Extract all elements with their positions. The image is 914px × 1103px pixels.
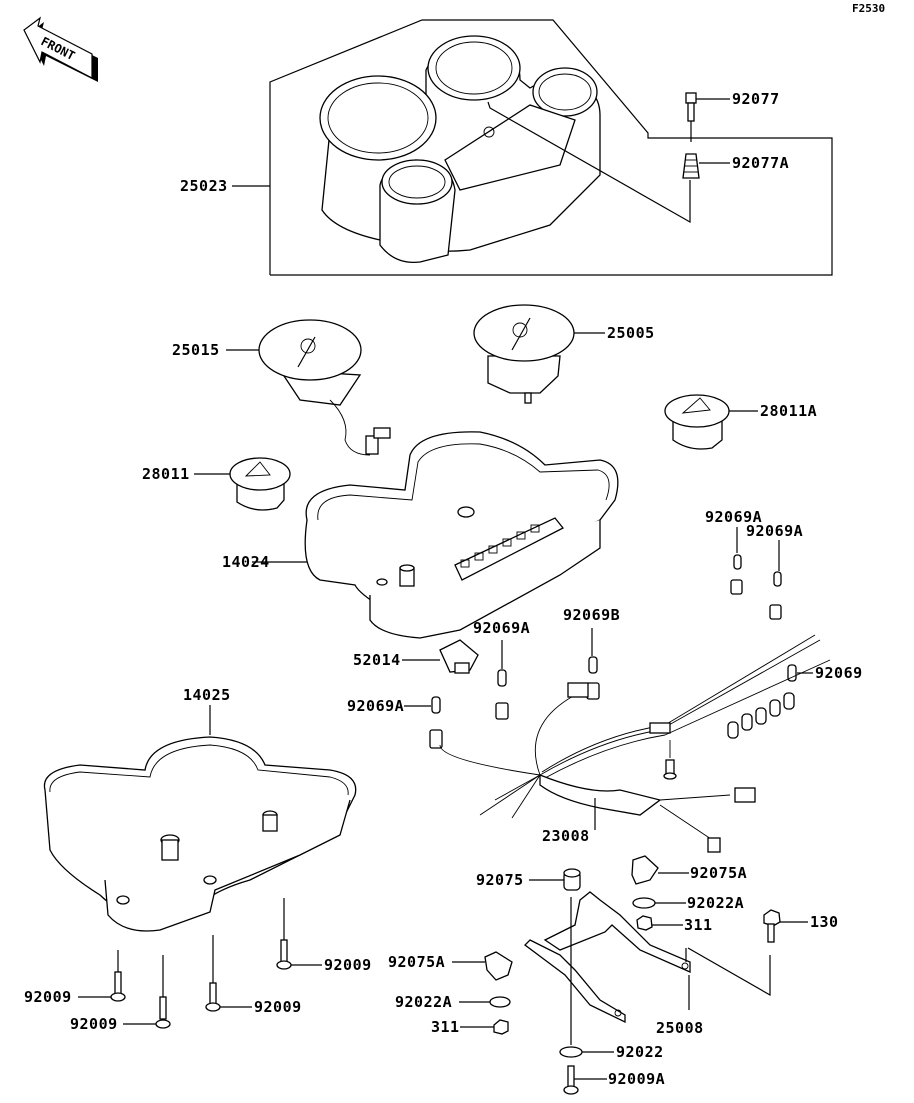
part-label[interactable]: 25015 xyxy=(172,341,220,359)
speedometer-25005 xyxy=(473,304,605,404)
part-label[interactable]: 92022A xyxy=(687,894,744,912)
part-label[interactable]: 92069A xyxy=(347,697,404,715)
part-label[interactable]: 92075A xyxy=(388,953,445,971)
meter-case-upper-14024 xyxy=(252,431,619,639)
part-label[interactable]: 14025 xyxy=(183,686,231,704)
part-label[interactable]: 92069A xyxy=(746,522,803,540)
part-label[interactable]: 25008 xyxy=(656,1019,704,1037)
part-label[interactable]: 28011 xyxy=(142,465,190,483)
part-label[interactable]: 92009 xyxy=(70,1015,118,1033)
meter-case-lower-14025 xyxy=(43,705,357,932)
part-label[interactable]: 25005 xyxy=(607,324,655,342)
damper-92075A-upper xyxy=(631,855,689,885)
bulb-92069B xyxy=(586,628,600,700)
screw-92009-b xyxy=(123,955,171,1029)
bulb-92069A-top-right xyxy=(769,540,782,620)
part-label[interactable]: 92009A xyxy=(608,1070,665,1088)
socket-row xyxy=(727,692,795,739)
gauge-28011 xyxy=(194,457,291,511)
part-label[interactable]: 92077A xyxy=(732,154,789,172)
washer-92022A-lower xyxy=(459,996,511,1008)
washer-92022 xyxy=(559,1046,614,1058)
part-label[interactable]: 311 xyxy=(431,1018,460,1036)
part-label[interactable]: 92069A xyxy=(473,619,530,637)
part-label[interactable]: 311 xyxy=(684,916,713,934)
part-label[interactable]: 92077 xyxy=(732,90,780,108)
damper-92075A-lower xyxy=(452,951,513,981)
part-labels: 25023 92077 92077A 25015 25005 28011A 28… xyxy=(24,90,863,1088)
bulb-92069A-middle xyxy=(495,640,509,720)
part-label[interactable]: 130 xyxy=(810,913,839,931)
screw-92009-d xyxy=(276,898,322,970)
part-label[interactable]: 92022A xyxy=(395,993,452,1011)
part-label[interactable]: 92022 xyxy=(616,1043,664,1061)
nut-311-upper xyxy=(636,915,683,931)
part-label[interactable]: 92009 xyxy=(24,988,72,1006)
bulb-92069A-top-left xyxy=(730,527,743,595)
switch-52014 xyxy=(402,639,479,674)
wire-harness-23008 xyxy=(439,634,831,853)
part-label[interactable]: 92075 xyxy=(476,871,524,889)
part-label[interactable]: 25023 xyxy=(180,177,228,195)
screw-92009-c xyxy=(205,935,252,1012)
part-label[interactable]: 92069B xyxy=(563,606,620,624)
screw-92009A xyxy=(563,1065,607,1095)
bulb-92069 xyxy=(787,664,813,682)
front-arrow-icon: FRONT xyxy=(23,16,98,82)
gauge-28011A xyxy=(664,394,758,450)
screw-92077 xyxy=(685,92,730,142)
bulb-92069A-left xyxy=(404,696,443,749)
screw-92009-a xyxy=(78,950,126,1002)
part-label[interactable]: 92069 xyxy=(815,664,863,682)
tachometer-25015 xyxy=(226,319,391,456)
meter-cover-group xyxy=(232,19,833,276)
part-label[interactable]: 14024 xyxy=(222,553,270,571)
washer-92022A-upper xyxy=(632,897,686,909)
part-label[interactable]: 92009 xyxy=(324,956,372,974)
part-label[interactable]: 23008 xyxy=(542,827,590,845)
nut-311-lower xyxy=(460,1019,509,1035)
part-label[interactable]: 92069A xyxy=(705,508,762,526)
part-label[interactable]: 28011A xyxy=(760,402,817,420)
bracket-25008 xyxy=(524,891,771,1045)
figure-code: F2530 xyxy=(852,2,885,15)
grommet-92077A xyxy=(682,153,730,179)
damper-92075 xyxy=(529,868,581,891)
part-label[interactable]: 92009 xyxy=(254,998,302,1016)
part-label[interactable]: 52014 xyxy=(353,651,401,669)
part-label[interactable]: 92075A xyxy=(690,864,747,882)
bolt-130 xyxy=(763,909,808,943)
